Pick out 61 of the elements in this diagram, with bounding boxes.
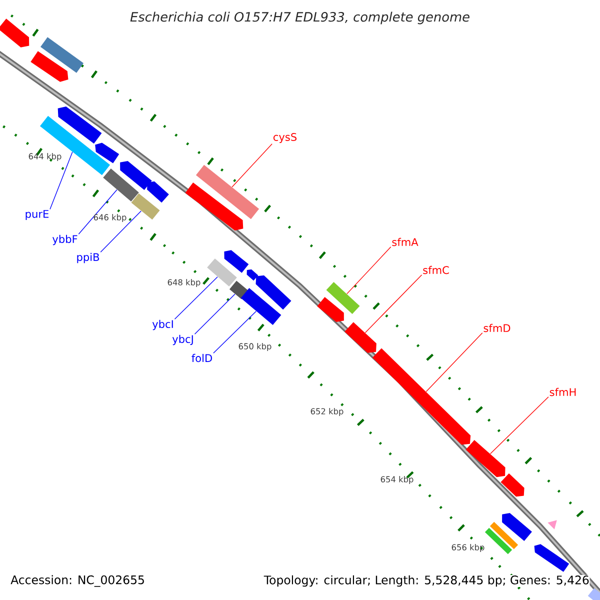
gene-label: sfmC — [423, 266, 449, 274]
gene-feature — [588, 588, 600, 600]
position-label: 644 kbp — [28, 153, 62, 161]
leader-line — [194, 294, 236, 334]
gene-feature — [344, 322, 376, 353]
gene-feature — [240, 288, 282, 325]
gene-label: ppiB — [77, 252, 100, 264]
gene-feature — [224, 250, 249, 273]
gene-feature — [246, 269, 258, 281]
gene-feature — [58, 106, 102, 144]
gene-label: sfmD — [484, 324, 510, 332]
triangle-marker — [548, 520, 557, 530]
leader-line — [426, 332, 483, 392]
position-label: 652 kbp — [310, 408, 344, 416]
gene-feature — [502, 513, 532, 541]
gene-feature — [147, 181, 169, 203]
leader-line — [232, 143, 272, 188]
gene-label: cysS — [273, 133, 297, 143]
gene-label: folD — [192, 354, 212, 362]
gene-feature — [103, 168, 139, 202]
info-text: Accession: NC_002655 — [10, 574, 146, 588]
gene-feature — [372, 348, 471, 445]
title: Escherichia coli O157:H7 EDL933, complete genome — [130, 12, 470, 24]
position-label: 648 kbp — [168, 279, 200, 287]
gene-label: sfmA — [392, 238, 418, 246]
gene-feature — [326, 282, 360, 314]
gene-feature — [0, 18, 30, 48]
leader-line — [346, 246, 392, 294]
leader-line — [364, 274, 422, 334]
gene-feature — [466, 440, 506, 478]
gene-label: purE — [26, 210, 49, 220]
leader-line — [213, 310, 257, 354]
leader-line — [174, 276, 218, 320]
info-text: Topology: circular; Length: 5,528,445 bp; Genes: 5,426 — [264, 574, 590, 588]
gene-feature — [256, 275, 292, 310]
leader-line — [490, 396, 549, 454]
leader-line — [50, 152, 73, 210]
gene-feature — [30, 51, 68, 82]
position-label: 650 kbp — [238, 343, 272, 351]
position-label: 646 kbp — [94, 214, 126, 222]
gene-feature — [131, 193, 160, 220]
gene-feature — [534, 544, 570, 572]
leader-line — [78, 189, 118, 234]
gene-feature — [484, 528, 512, 554]
gene-feature — [317, 296, 344, 322]
gene-feature — [490, 522, 518, 550]
gene-feature — [500, 473, 524, 497]
position-label: 656 kbp — [452, 544, 484, 552]
gene-feature — [185, 182, 244, 231]
gene-feature — [40, 37, 84, 73]
gene-feature — [229, 280, 249, 300]
leader-line — [100, 210, 142, 252]
gene-label: ybcI — [152, 320, 173, 330]
position-label: 654 kbp — [380, 476, 414, 484]
gene-label: sfmH — [550, 388, 576, 396]
gene-feature — [95, 142, 120, 164]
gene-label: ybbF — [52, 234, 78, 246]
gene-label: ybcJ — [172, 334, 193, 346]
gene-feature — [196, 164, 260, 220]
gene-feature — [120, 160, 152, 190]
gene-feature — [207, 258, 237, 287]
